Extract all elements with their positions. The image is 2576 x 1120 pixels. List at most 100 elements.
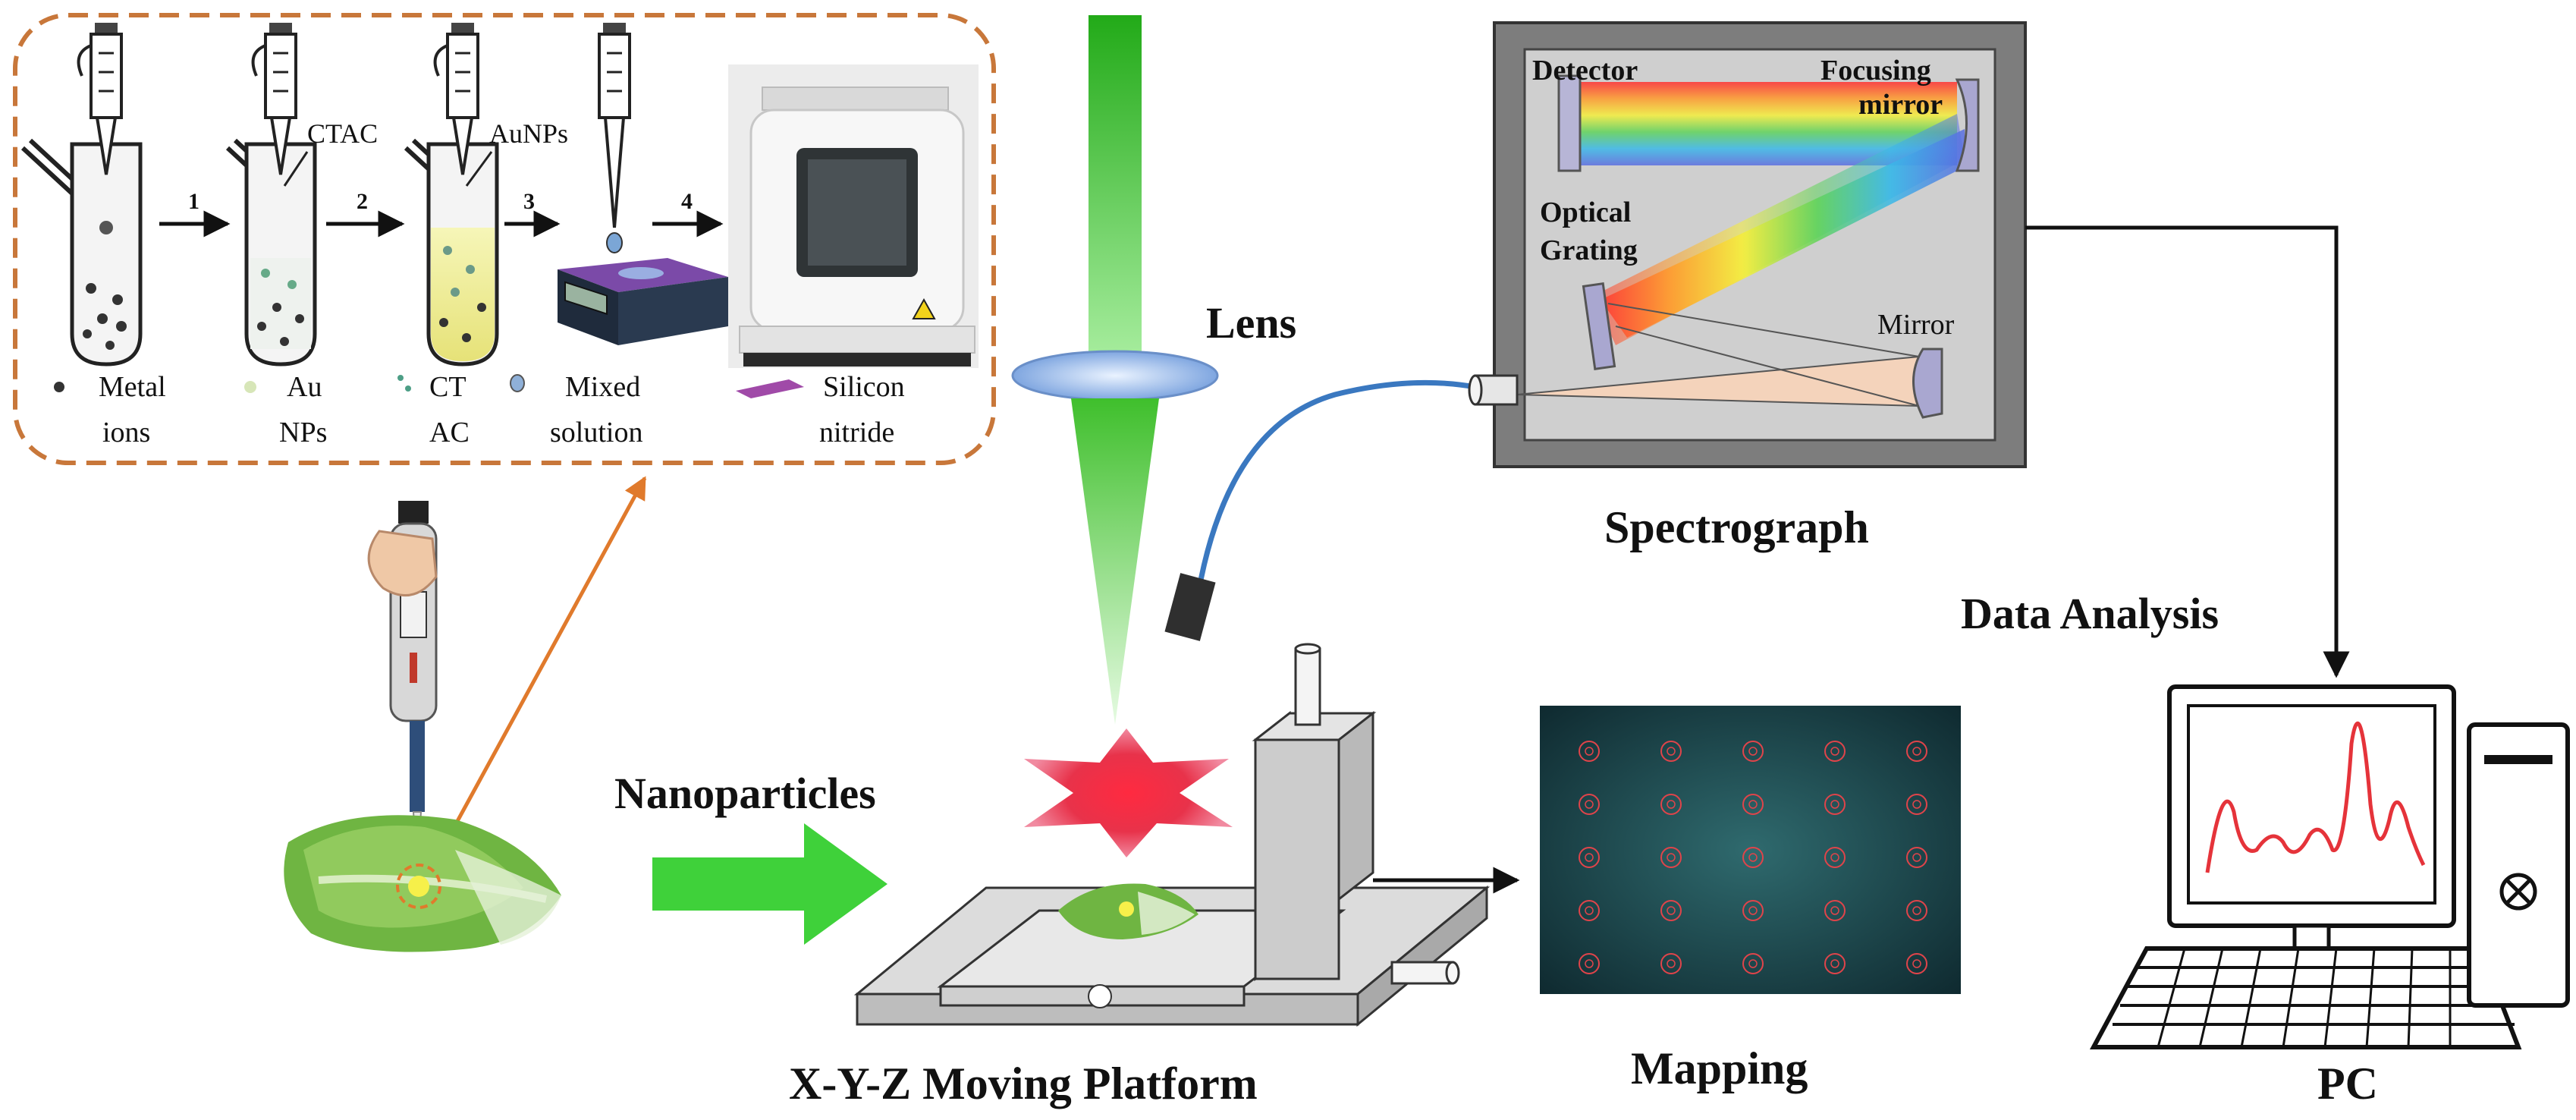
mapping-point <box>1906 953 1927 974</box>
optical-grating-label-line2: Grating <box>1540 234 1638 266</box>
test-tube-au-nps <box>225 138 317 367</box>
tower-icon <box>2467 722 2570 1008</box>
mapping-point-center <box>1830 906 1839 915</box>
nanoparticles-arrow <box>652 823 887 945</box>
laser-beam <box>1089 15 1142 364</box>
legend-au-nps-line1: Au <box>287 371 322 403</box>
spectrum-trace <box>2205 721 2426 873</box>
xyz-moving-platform <box>853 643 1491 1027</box>
optical-fiber <box>1195 379 1476 593</box>
synthesis-panel: 1 CTAC 2 <box>13 13 996 465</box>
mapping-point <box>1579 900 1600 921</box>
focusing-mirror-icon <box>1955 78 1980 172</box>
test-tube-metal-ions <box>20 138 143 367</box>
legend-mixed-solution-line1: Mixed <box>565 371 640 403</box>
mapping-point <box>1742 900 1764 921</box>
optical-grating-icon <box>1582 282 1616 370</box>
mapping-point <box>1579 953 1600 974</box>
pipette-icon <box>598 23 631 253</box>
mapping-point <box>1579 794 1600 815</box>
data-analysis-label: Data Analysis <box>1961 589 2219 638</box>
mapping-point-center <box>1585 959 1594 968</box>
mapping-point-center <box>1667 959 1676 968</box>
legend-metal-ions-line1: Metal <box>99 371 166 403</box>
aunps-leader-line <box>465 151 493 187</box>
optical-grating-label-line1: Optical <box>1540 197 1631 228</box>
legend-ctac-line1: CT <box>429 371 467 403</box>
nanoparticles-label: Nanoparticles <box>614 769 876 818</box>
mapping-point <box>1579 741 1600 762</box>
mapping-point-center <box>1667 747 1676 756</box>
mapping-point <box>1824 847 1846 868</box>
legend-au-nps-line2: NPs <box>279 417 327 448</box>
legend-mixed-solution-icon <box>510 374 525 392</box>
test-tube-ctac <box>404 138 499 367</box>
zoom-connector-line <box>419 476 647 889</box>
mapping-point-center <box>1748 800 1758 809</box>
spectrograph-label: Spectrograph <box>1604 502 1869 552</box>
mapping-point-center <box>1585 800 1594 809</box>
legend-mixed-solution-line2: solution <box>550 417 642 448</box>
mapping-point-center <box>1667 853 1676 862</box>
mapping-point-center <box>1667 800 1676 809</box>
legend-silicon-nitride-line1: Silicon <box>823 371 905 403</box>
pipette-icon <box>251 23 297 175</box>
focusing-mirror-label-line2: mirror <box>1858 89 1943 121</box>
fiber-probe <box>1164 573 1216 641</box>
mapping-point-center <box>1830 853 1839 862</box>
mapping-point <box>1579 847 1600 868</box>
mapping-point <box>1906 794 1927 815</box>
lettuce-leaf-left <box>284 815 561 952</box>
lens-label: Lens <box>1206 298 1296 348</box>
mapping-point-center <box>1912 747 1921 756</box>
mapping-point <box>1906 741 1927 762</box>
mapping-point-center <box>1748 959 1758 968</box>
raman-instrument-image <box>728 64 979 368</box>
laser-spot-star <box>1024 728 1233 857</box>
pipette-icon <box>433 23 479 175</box>
detector-label: Detector <box>1532 55 1638 87</box>
mapping-point-center <box>1912 800 1921 809</box>
mapping-point-center <box>1748 906 1758 915</box>
ctac-leader-line <box>283 151 309 187</box>
aunps-label: AuNPs <box>489 118 568 149</box>
spectrograph-box: Detector Focusing mirror Optical Grating… <box>1468 21 2027 468</box>
mapping-point <box>1906 900 1927 921</box>
focusing-mirror-label-line1: Focusing <box>1820 55 1931 87</box>
mapping-point <box>1660 953 1682 974</box>
mirror-label: Mirror <box>1877 309 1955 341</box>
mapping-image <box>1540 706 1961 994</box>
mapping-point <box>1906 847 1927 868</box>
hot-plate-icon <box>558 258 728 345</box>
legend-ctac-line2: AC <box>429 417 470 448</box>
mapping-point <box>1824 900 1846 921</box>
step-label-3: 3 <box>523 189 535 214</box>
legend-ctac-icon <box>397 375 411 392</box>
mapping-point-center <box>1585 853 1594 862</box>
keyboard-icon <box>2089 946 2522 1049</box>
platform-label: X-Y-Z Moving Platform <box>789 1059 1258 1109</box>
mapping-label: Mapping <box>1631 1043 1808 1093</box>
synthesis-legend: Metal ions Au NPs CT AC Mixed solution S… <box>54 371 905 448</box>
sample-spot <box>396 864 441 909</box>
mapping-grid <box>1579 741 1927 974</box>
step-label-1: 1 <box>188 189 199 214</box>
step-label-2: 2 <box>357 189 368 214</box>
legend-silicon-nitride-icon <box>736 379 804 398</box>
spectrograph-to-pc-arrow <box>2025 225 2350 678</box>
mapping-point <box>1824 794 1846 815</box>
ctac-label: CTAC <box>307 118 378 149</box>
mapping-point <box>1824 741 1846 762</box>
mapping-point <box>1660 847 1682 868</box>
lens-icon <box>1011 350 1219 401</box>
mapping-point-center <box>1748 853 1758 862</box>
legend-au-nps-icon <box>244 381 256 393</box>
fiber-connector-icon <box>1468 374 1519 406</box>
mapping-point <box>1660 900 1682 921</box>
mapping-point <box>1742 741 1764 762</box>
mapping-point <box>1824 953 1846 974</box>
mapping-point <box>1742 953 1764 974</box>
mapping-point <box>1742 847 1764 868</box>
detector-icon <box>1557 74 1582 172</box>
